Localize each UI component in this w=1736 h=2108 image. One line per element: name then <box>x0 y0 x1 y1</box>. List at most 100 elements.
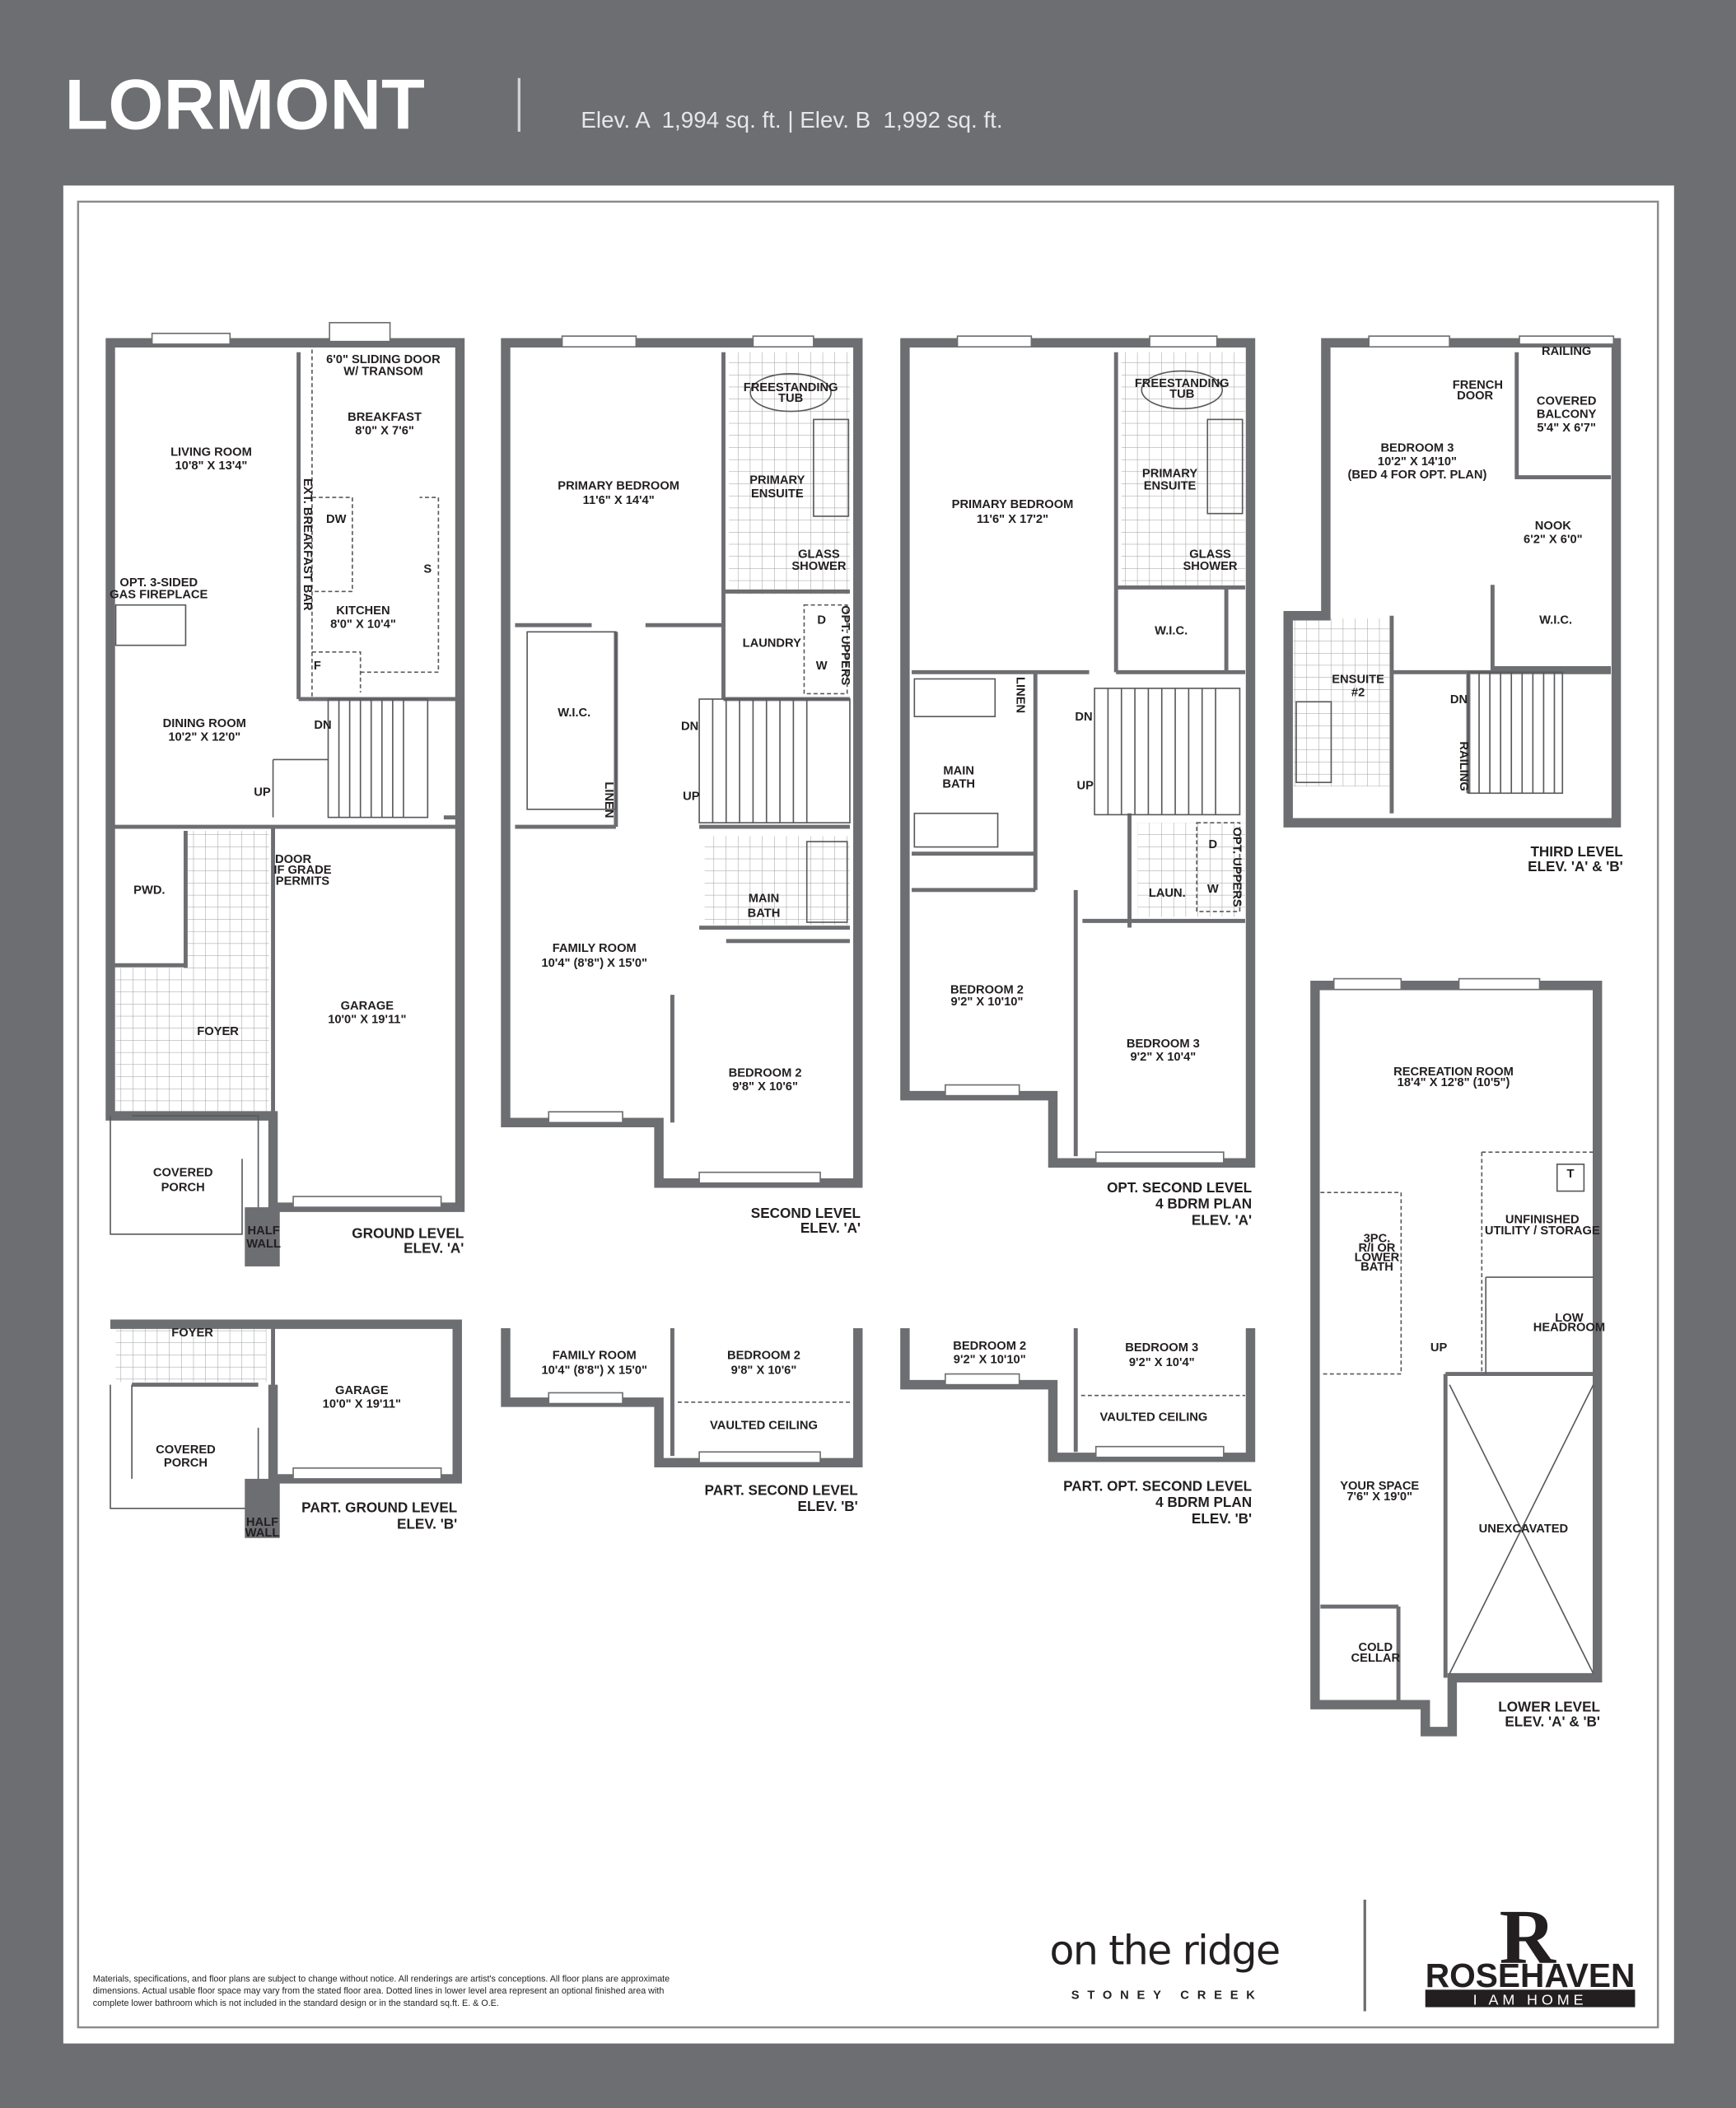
ground-a-room-label: 10'8" X 13'4" <box>175 459 248 473</box>
ground-a-room-label: F <box>314 660 321 673</box>
ground-a-room-label: COVERED <box>153 1167 213 1180</box>
second-a-room-label: D <box>817 614 826 627</box>
ground-a-room-label: W/ TRANSOM <box>343 366 422 379</box>
ground-a-room-label: IF GRADE <box>273 864 331 877</box>
lower-room-label: HEADROOM <box>1533 1321 1605 1334</box>
second-a-room-label: LINEN <box>602 781 615 818</box>
on-the-ridge-logo: on the ridge STONEY CREEK <box>1050 1927 1281 2002</box>
opt-second-a-room-label: W.I.C. <box>1155 625 1188 638</box>
rosehaven-logo: R ROSEHAVEN I AM HOME <box>1425 1895 1636 2008</box>
ground-a-room-label: 10'2" X 12'0" <box>168 731 240 744</box>
second-b-room-label: BEDROOM 2 <box>727 1350 800 1363</box>
opt-second-b-room-label: 9'2" X 10'10" <box>954 1354 1026 1367</box>
opt-second-a-room-label: GLASS <box>1189 548 1231 562</box>
third-room-label: DOOR <box>1457 389 1493 403</box>
part-second-level-elev-b-plan <box>501 1328 863 1468</box>
opt-second-a-caption: OPT. SECOND LEVEL <box>1107 1179 1252 1196</box>
opt-second-level-elev-a-plan <box>900 335 1256 1168</box>
lower-room-label: LOWER <box>1355 1251 1400 1264</box>
ground-a-room-label: GAS FIREPLACE <box>110 589 208 602</box>
lower-room-label: BATH <box>1360 1261 1393 1274</box>
opt-second-a-room-label: 9'2" X 10'4" <box>1131 1051 1197 1064</box>
second-a-room-label: BEDROOM 2 <box>729 1067 802 1080</box>
lower-room-label: YOUR SPACE <box>1340 1480 1419 1493</box>
lower-caption: LOWER LEVEL <box>1498 1698 1600 1714</box>
lower-room-label: 3PC. <box>1364 1233 1391 1246</box>
ground-b-room-label: PORCH <box>164 1457 208 1470</box>
ground-a-room-label: 6'0" SLIDING DOOR <box>326 353 441 366</box>
second-a-room-label: 10'4" (8'8") X 15'0" <box>541 957 647 970</box>
ground-b-room-label: HALF <box>246 1516 278 1529</box>
opt-second-a-room-label: BEDROOM 2 <box>950 984 1024 997</box>
lower-room-label: UNFINISHED <box>1505 1214 1580 1227</box>
opt-second-b-caption: ELEV. 'B' <box>1192 1510 1252 1527</box>
disclaimer-line: dimensions. Actual usable floor space ma… <box>93 1986 665 1996</box>
opt-second-b-caption: PART. OPT. SECOND LEVEL <box>1063 1478 1252 1495</box>
second-a-caption: SECOND LEVEL <box>751 1205 861 1221</box>
opt-second-b-room-label: 9'2" X 10'4" <box>1129 1356 1195 1369</box>
third-room-label: DN <box>1450 693 1468 707</box>
third-caption: THIRD LEVEL <box>1530 843 1622 860</box>
opt-second-a-room-label: SHOWER <box>1183 560 1237 573</box>
ground-b-room-label: 10'0" X 19'11" <box>323 1397 401 1411</box>
second-a-caption: ELEV. 'A' <box>800 1220 861 1236</box>
opt-second-a-room-label: DN <box>1075 711 1092 724</box>
ground-a-room-label: KITCHEN <box>336 604 390 618</box>
disclaimer-line: Materials, specifications, and floor pla… <box>93 1975 670 1984</box>
ground-a-room-label: S <box>423 563 432 576</box>
ground-a-room-label: DN <box>314 719 331 732</box>
second-a-room-label: 9'8" X 10'6" <box>732 1080 798 1094</box>
second-a-room-label: W.I.C. <box>558 707 590 720</box>
second-a-room-label: TUB <box>778 392 803 405</box>
disclaimer-line: complete lower bathroom which is not inc… <box>93 1998 499 2008</box>
second-a-room-label: FAMILY ROOM <box>553 942 637 955</box>
third-room-label: RAILING <box>1457 741 1470 790</box>
opt-second-a-room-label: MAIN <box>943 764 974 777</box>
ground-a-caption: GROUND LEVEL <box>352 1225 464 1242</box>
opt-second-a-room-label: W <box>1207 883 1219 896</box>
plan-panel-border <box>77 200 1659 2029</box>
ground-a-room-label: LIVING ROOM <box>170 445 252 459</box>
ground-b-room-label: COVERED <box>156 1443 216 1457</box>
lower-room-label: 7'6" X 19'0" <box>1346 1490 1412 1504</box>
second-a-room-label: BATH <box>748 907 781 920</box>
second-b-room-label: VAULTED CEILING <box>710 1420 818 1433</box>
part-opt-second-level-elev-b-plan <box>900 1328 1256 1462</box>
second-a-room-label: FREESTANDING <box>744 381 838 394</box>
lower-room-label: UP <box>1430 1341 1448 1355</box>
lower-room-label: LOW <box>1555 1312 1583 1325</box>
lower-room-label: UTILITY / STORAGE <box>1485 1224 1600 1238</box>
builder-tagline-bar <box>1425 1989 1636 2008</box>
ground-a-room-label: PORCH <box>161 1182 205 1195</box>
ground-a-room-label: DOOR <box>275 853 311 866</box>
lower-room-label: COLD <box>1359 1641 1393 1654</box>
opt-second-b-room-label: VAULTED CEILING <box>1100 1411 1208 1425</box>
third-level-plan <box>1283 335 1622 828</box>
ground-a-room-label: 10'0" X 19'11" <box>328 1013 406 1026</box>
page-subtitle: Elev. A 1,994 sq. ft. | Elev. B 1,992 sq… <box>581 107 1002 133</box>
lower-level-plan <box>1310 977 1603 1737</box>
part-ground-level-elev-b-plan <box>110 1319 462 1538</box>
opt-second-a-room-label: PRIMARY BEDROOM <box>952 498 1074 511</box>
ground-a-room-label: PERMITS <box>276 874 329 888</box>
ground-b-room-label: FOYER <box>171 1327 213 1340</box>
lower-room-label: RECREATION ROOM <box>1393 1066 1514 1079</box>
third-room-label: ENSUITE <box>1332 673 1384 686</box>
ground-a-room-label: 8'0" X 10'4" <box>330 618 396 631</box>
ground-b-room-label: GARAGE <box>335 1384 389 1397</box>
opt-second-a-room-label: FREESTANDING <box>1135 377 1230 390</box>
ground-b-caption: PART. GROUND LEVEL <box>301 1499 457 1516</box>
opt-second-a-room-label: PRIMARY <box>1142 468 1197 481</box>
builder-logo-tagline: I AM HOME <box>1473 1991 1588 2008</box>
opt-second-a-caption: 4 BDRM PLAN <box>1155 1196 1252 1212</box>
third-room-label: W.I.C. <box>1539 614 1572 627</box>
lower-room-label: UNEXCAVATED <box>1479 1523 1569 1536</box>
opt-second-a-room-label: D <box>1208 838 1217 851</box>
builder-logo-mark: R <box>1500 1895 1557 1980</box>
lower-room-label: R/I OR <box>1359 1242 1396 1255</box>
second-level-elev-a-plan <box>501 335 863 1188</box>
second-a-room-label: ENSUITE <box>751 487 804 501</box>
lower-caption: ELEV. 'A' & 'B' <box>1505 1713 1600 1729</box>
